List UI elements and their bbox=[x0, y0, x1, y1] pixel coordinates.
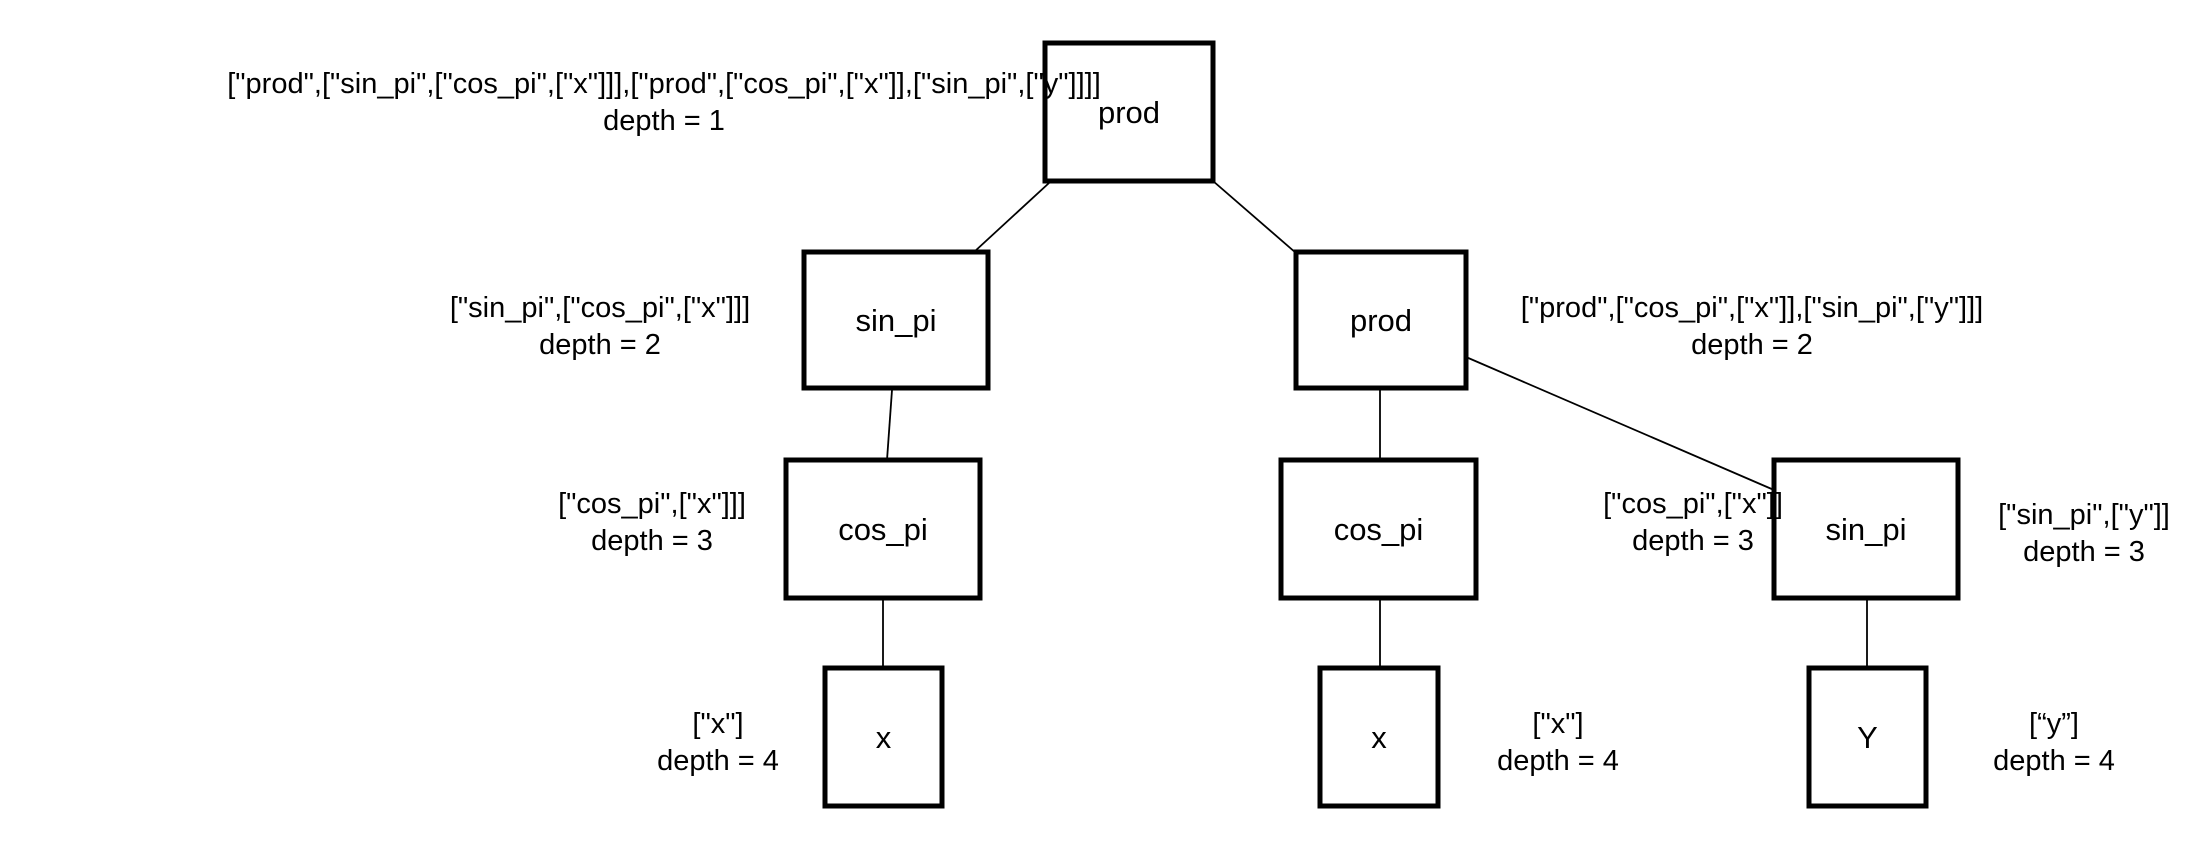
node-box bbox=[822, 665, 945, 809]
annotation-depth: depth = 2 bbox=[1691, 329, 1813, 361]
edge-root-sin1 bbox=[973, 182, 1050, 253]
edge-sin1-cos1 bbox=[886, 389, 893, 461]
annotation-expression: ["cos_pi",["x"]] bbox=[1603, 488, 1783, 520]
node-y1: Y bbox=[1806, 665, 1929, 809]
annotation-depth: depth = 3 bbox=[1632, 525, 1754, 557]
annotation-depth: depth = 4 bbox=[1993, 745, 2115, 777]
node-label: prod bbox=[1350, 303, 1412, 338]
annotation-sin2: ["sin_pi",["y"]]depth = 3 bbox=[1998, 499, 2170, 568]
annotation-x2: ["x"] depth = 4 bbox=[1497, 708, 1619, 777]
node-box bbox=[1042, 40, 1216, 184]
annotation-cos1: ["cos_pi",["x"]]]depth = 3 bbox=[558, 488, 746, 557]
annotation-cos2: ["cos_pi",["x"]]depth = 3 bbox=[1603, 488, 1783, 557]
annotation-expression: ["cos_pi",["x"]]] bbox=[558, 488, 746, 520]
annotation-depth: depth = 3 bbox=[2023, 536, 2145, 568]
annotation-expression: ["x"] bbox=[692, 708, 743, 740]
annotation-depth: depth = 2 bbox=[539, 329, 661, 361]
annotation-expression: [“y”] bbox=[2029, 708, 2079, 740]
annotation-expression: ["sin_pi",["y"]] bbox=[1998, 499, 2170, 531]
node-box bbox=[1278, 457, 1479, 601]
node-label: sin_pi bbox=[856, 303, 937, 338]
edge-prod2-sin2 bbox=[1465, 356, 1775, 491]
annotation-depth: depth = 4 bbox=[1497, 745, 1619, 777]
node-label: prod bbox=[1098, 95, 1160, 130]
annotation-y1: [“y”] depth = 4 bbox=[1993, 708, 2115, 777]
node-label: x bbox=[1371, 720, 1387, 755]
annotation-expression: ["x"] bbox=[1532, 708, 1583, 740]
node-sin1: sin_pi bbox=[801, 249, 991, 391]
node-cos1: cos_pi bbox=[783, 457, 983, 601]
node-label: cos_pi bbox=[1334, 512, 1424, 547]
annotation-expression: ["sin_pi",["cos_pi",["x"]]] bbox=[450, 292, 750, 324]
node-box bbox=[1317, 665, 1441, 809]
node-label: sin_pi bbox=[1826, 512, 1907, 547]
annotation-depth: depth = 4 bbox=[657, 745, 779, 777]
annotation-depth: depth = 3 bbox=[591, 525, 713, 557]
node-box bbox=[783, 457, 983, 601]
annotation-expression: ["prod",["cos_pi",["x"]],["sin_pi",["y"]… bbox=[1521, 292, 1983, 324]
node-box bbox=[801, 249, 991, 391]
annotation-sin1: ["sin_pi",["cos_pi",["x"]]]depth = 2 bbox=[450, 292, 750, 361]
node-box bbox=[1806, 665, 1929, 809]
node-label: Y bbox=[1857, 720, 1878, 755]
node-root: prod bbox=[1042, 40, 1216, 184]
node-label: x bbox=[876, 720, 892, 755]
annotation-prod2: ["prod",["cos_pi",["x"]],["sin_pi",["y"]… bbox=[1521, 292, 1983, 361]
node-box bbox=[1771, 457, 1961, 601]
annotation-root: ["prod",["sin_pi",["cos_pi",["x"]]],["pr… bbox=[227, 68, 1101, 137]
node-cos2: cos_pi bbox=[1278, 457, 1479, 601]
annotation-expression: ["prod",["sin_pi",["cos_pi",["x"]]],["pr… bbox=[227, 68, 1101, 100]
node-box bbox=[1293, 249, 1469, 391]
annotation-x1: ["x"] depth = 4 bbox=[657, 708, 779, 777]
node-label: cos_pi bbox=[838, 512, 928, 547]
node-x2: x bbox=[1317, 665, 1441, 809]
edge-root-prod2 bbox=[1212, 180, 1297, 254]
node-x1: x bbox=[822, 665, 945, 809]
tree-nodes: prod sin_pi prod cos_pi cos_pi sin_pix x Y bbox=[783, 40, 1961, 809]
annotation-depth: depth = 1 bbox=[603, 105, 725, 137]
tree-edges bbox=[882, 180, 1868, 668]
node-prod2: prod bbox=[1293, 249, 1469, 391]
node-sin2: sin_pi bbox=[1771, 457, 1961, 601]
node-annotations: ["prod",["sin_pi",["cos_pi",["x"]]],["pr… bbox=[227, 68, 2170, 777]
